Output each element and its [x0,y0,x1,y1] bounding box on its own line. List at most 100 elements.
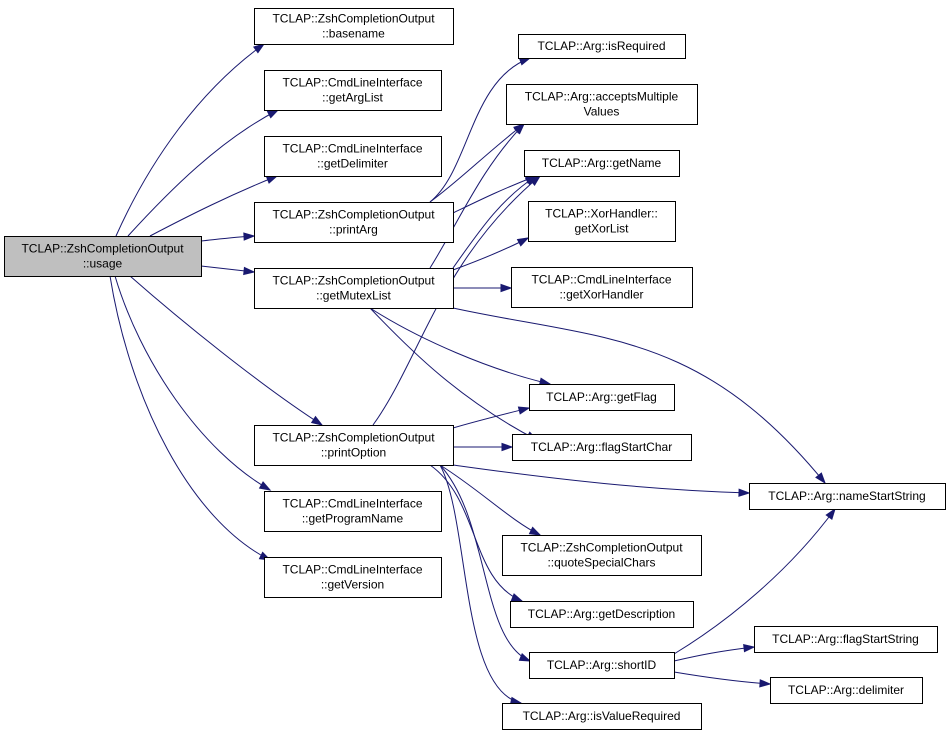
node-label: TCLAP::Arg::flagStartChar [531,440,672,454]
node-label: TCLAP::Arg::getDescription [528,607,675,621]
node-label: TCLAP::CmdLineInterface [282,142,422,156]
edge-getMutexList-to-getFlag [369,307,552,386]
edge-line [429,464,523,602]
edge-line [673,671,771,685]
arrowhead [266,109,280,119]
node-box [524,150,680,177]
arrowhead [825,507,836,520]
edge-printArg-to-acceptsMultipleValues [429,123,526,203]
edge-usage-to-getMutexList [200,265,256,276]
node-delimiter[interactable]: TCLAP::Arg::delimiter [770,677,923,704]
node-label: TCLAP::ZshCompletionOutput [272,274,435,288]
edge-shortID-to-delimiter [673,671,772,688]
node-isValueRequired[interactable]: TCLAP::Arg::isValueRequired [502,703,702,730]
node-label: ::printOption [321,446,386,460]
edge-line [439,464,522,704]
node-label: Values [584,105,620,119]
node-box [254,8,454,45]
node-getProgramName[interactable]: TCLAP::CmdLineInterface::getProgramName [264,491,442,532]
node-label: ::getXorHandler [559,288,643,302]
node-box [4,236,202,277]
node-printOption[interactable]: TCLAP::ZshCompletionOutput::printOption [254,425,454,466]
edge-line [439,464,531,662]
edge-printOption-to-getFlag [452,406,531,429]
node-label: TCLAP::ZshCompletionOutput [272,12,435,26]
node-box [264,557,442,598]
arrowhead [243,232,256,241]
node-label: TCLAP::Arg::acceptsMultiple [525,90,679,104]
arrowhead [738,488,751,497]
edge-printArg-to-isRequired [429,57,532,203]
arrowhead [528,526,542,536]
edges-layer [109,43,836,705]
node-getXorList[interactable]: TCLAP::XorHandler::getXorList [528,201,676,242]
node-box [510,601,694,628]
node-label: TCLAP::Arg::shortID [547,658,657,672]
node-getDescription[interactable]: TCLAP::Arg::getDescription [510,601,694,628]
node-getDelimiter[interactable]: TCLAP::CmdLineInterface::getDelimiter [264,136,442,177]
edge-line [439,464,541,536]
node-box [749,483,946,510]
edge-line [452,407,530,429]
node-box [512,434,692,461]
node-box [502,703,702,730]
arrowhead [310,415,324,426]
node-label: TCLAP::Arg::getFlag [546,390,657,404]
node-label: TCLAP::CmdLineInterface [282,76,422,90]
node-getArgList[interactable]: TCLAP::CmdLineInterface::getArgList [264,70,442,111]
node-label: TCLAP::ZshCompletionOutput [272,431,435,445]
edge-getMutexList-to-acceptsMultipleValues [429,122,526,269]
node-getXorHandler[interactable]: TCLAP::CmdLineInterface::getXorHandler [511,267,693,308]
nodes-layer: TCLAP::ZshCompletionOutput::usageTCLAP::… [4,8,946,730]
node-getFlag[interactable]: TCLAP::Arg::getFlag [529,384,675,411]
edge-printOption-to-getDescription [429,464,524,602]
node-label: TCLAP::ZshCompletionOutput [520,541,683,555]
edge-usage-to-printArg [200,232,256,242]
node-label: getXorList [574,222,629,236]
arrowhead [518,57,532,66]
arrowhead [518,653,532,662]
edge-getMutexList-to-getName [452,175,538,269]
edge-line [109,275,271,561]
node-basename[interactable]: TCLAP::ZshCompletionOutput::basename [254,8,454,45]
arrowhead [243,266,256,276]
node-box [518,34,686,59]
edge-line [452,307,826,484]
edge-printOption-to-nameStartString [452,464,751,497]
edge-line [429,123,525,203]
node-label: TCLAP::Arg::isValueRequired [523,709,681,723]
edge-usage-to-basename [115,43,266,237]
node-label: TCLAP::CmdLineInterface [282,497,422,511]
edge-line [127,109,279,237]
arrowhead [265,175,279,184]
node-printArg[interactable]: TCLAP::ZshCompletionOutput::printArg [254,202,454,243]
node-flagStartString[interactable]: TCLAP::Arg::flagStartString [754,626,938,653]
edge-line [452,175,537,214]
node-box [770,677,923,704]
node-box [264,136,442,177]
arrowhead [501,442,514,452]
node-usage[interactable]: TCLAP::ZshCompletionOutput::usage [4,236,202,277]
node-label: ::getDelimiter [317,157,388,171]
node-nameStartString[interactable]: TCLAP::Arg::nameStartString [749,483,946,510]
node-label: TCLAP::CmdLineInterface [282,563,422,577]
node-label: ::getArgList [322,91,383,105]
node-getMutexList[interactable]: TCLAP::ZshCompletionOutput::getMutexList [254,268,454,309]
edge-getMutexList-to-nameStartString [452,307,826,485]
node-getName[interactable]: TCLAP::Arg::getName [524,150,680,177]
node-box [264,491,442,532]
arrowhead [516,237,530,247]
edge-line [369,307,538,441]
node-shortID[interactable]: TCLAP::Arg::shortID [529,652,675,679]
arrowhead [815,472,826,485]
node-flagStartChar[interactable]: TCLAP::Arg::flagStartChar [512,434,692,461]
edge-getMutexList-to-getXorHandler [453,283,513,293]
node-getVersion[interactable]: TCLAP::CmdLineInterface::getVersion [264,557,442,598]
edge-line [452,175,537,269]
node-quoteSpecialChars[interactable]: TCLAP::ZshCompletionOutput::quoteSpecial… [502,535,702,576]
node-isRequired[interactable]: TCLAP::Arg::isRequired [518,34,686,59]
node-label: ::printArg [329,223,378,237]
arrowhead [253,43,266,54]
